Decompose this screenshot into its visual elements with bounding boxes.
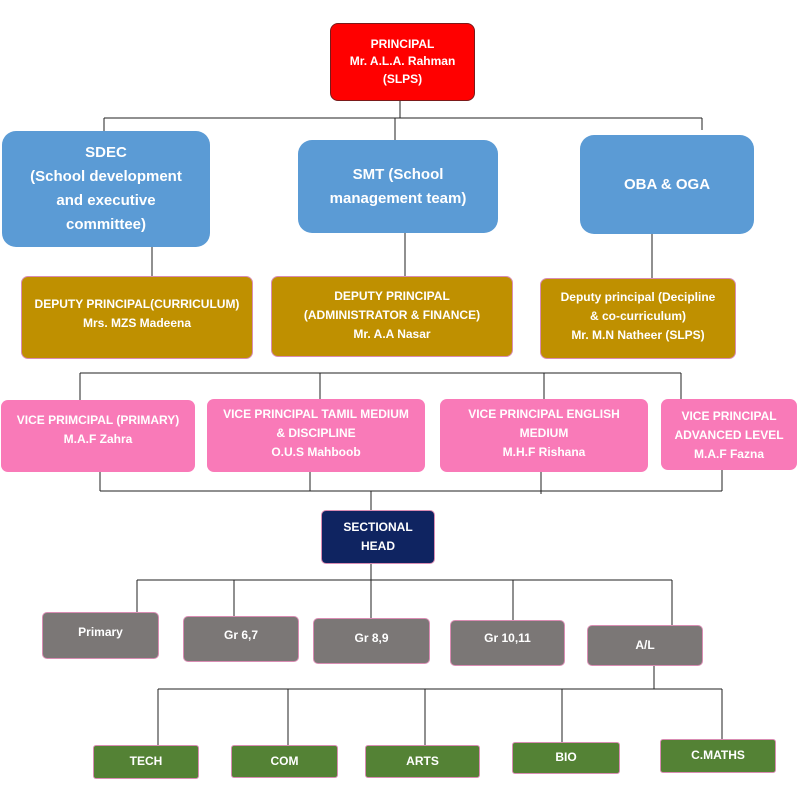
principal-title: PRINCIPAL	[370, 36, 435, 51]
connector-vice-principals-sectional	[99, 470, 723, 510]
vice-principal-advanced-subtitle: ADVANCED LEVEL	[674, 428, 784, 443]
committee-sdec-line: and executive	[56, 192, 156, 209]
section-al-label: A/L	[635, 637, 655, 652]
section-gr-6-7-label: Gr 6,7	[223, 628, 259, 642]
stream-arts-label: ARTS	[406, 753, 439, 768]
committee-smt-line: SMT (School	[352, 165, 444, 183]
section-primary-box: Primary	[42, 612, 159, 659]
section-primary-label: Primary	[78, 625, 123, 639]
vice-principal-primary-title: VICE PRIMCIPAL (PRIMARY)	[16, 413, 180, 427]
section-gr-10-11-label: Gr 10,11	[484, 631, 531, 645]
stream-com-box: COM	[231, 745, 338, 778]
committee-oba-oga-box: OBA & OGA	[580, 135, 754, 234]
vice-principal-english-title: VICE PRINCIPAL ENGLISH	[468, 407, 620, 421]
vice-principal-tamil-subtitle: & DISCIPLINE	[276, 426, 356, 441]
connector-principal-committees	[103, 101, 703, 140]
section-gr-8-9-box: Gr 8,9	[313, 618, 430, 664]
vice-principal-english-box: VICE PRINCIPAL ENGLISH MEDIUM M.H.F Rish…	[440, 399, 648, 472]
sectional-head-box: SECTIONAL HEAD	[321, 510, 435, 564]
connector-sectional-sections	[136, 564, 673, 625]
section-gr-6-7-box: Gr 6,7	[183, 616, 299, 662]
deputy-admin-finance-title: DEPUTY PRINCIPAL	[334, 289, 450, 303]
sectional-head-line: SECTIONAL	[343, 519, 413, 534]
vice-principal-advanced-title: VICE PRINCIPAL	[681, 409, 777, 423]
stream-arts-box: ARTS	[365, 745, 480, 778]
vice-principal-primary-box: VICE PRIMCIPAL (PRIMARY) M.A.F Zahra	[1, 400, 195, 472]
vice-principal-english-name: M.H.F Rishana	[502, 445, 586, 460]
deputy-discipline-name: Mr. M.N Natheer (SLPS)	[571, 328, 705, 343]
stream-bio-label: BIO	[555, 750, 577, 765]
connector-deputies-vice-principals	[79, 372, 682, 400]
principal-box: PRINCIPAL Mr. A.L.A. Rahman (SLPS)	[330, 23, 475, 101]
stream-c-maths-label: C.MATHS	[691, 748, 745, 763]
connector-al-streams	[157, 666, 723, 745]
deputy-admin-finance-name: Mr. A.A Nasar	[353, 327, 431, 342]
committee-sdec-box: SDEC (School development and executive c…	[2, 131, 210, 247]
section-gr-10-11-box: Gr 10,11	[450, 620, 565, 666]
stream-tech-label: TECH	[129, 754, 163, 769]
vice-principal-primary-name: M.A.F Zahra	[63, 432, 133, 447]
committee-oba-oga-line: OBA & OGA	[623, 175, 711, 193]
vice-principal-english-subtitle: MEDIUM	[519, 426, 569, 441]
stream-c-maths-box: C.MATHS	[660, 739, 776, 773]
section-al-box: A/L	[587, 625, 703, 666]
deputy-admin-finance-box: DEPUTY PRINCIPAL (ADMINISTRATOR & FINANC…	[271, 276, 513, 357]
committee-smt-line: management team)	[329, 189, 467, 207]
deputy-curriculum-box: DEPUTY PRINCIPAL(CURRICULUM) Mrs. MZS Ma…	[21, 276, 253, 359]
stream-tech-box: TECH	[93, 745, 199, 779]
deputy-admin-finance-subtitle: (ADMINISTRATOR & FINANCE)	[303, 308, 481, 323]
stream-bio-box: BIO	[512, 742, 620, 774]
vice-principal-tamil-box: VICE PRINCIPAL TAMIL MEDIUM & DISCIPLINE…	[207, 399, 425, 472]
deputy-curriculum-title: DEPUTY PRINCIPAL(CURRICULUM)	[34, 297, 240, 311]
committee-sdec-line: SDEC	[85, 144, 127, 161]
sectional-head-line: HEAD	[360, 539, 395, 553]
vice-principal-tamil-name: O.U.S Mahboob	[271, 445, 361, 460]
stream-com-label: COM	[270, 753, 299, 768]
deputy-discipline-subtitle: & co-curriculum)	[589, 309, 686, 324]
deputy-curriculum-name: Mrs. MZS Madeena	[82, 316, 192, 331]
principal-note: (SLPS)	[382, 71, 423, 86]
vice-principal-advanced-level-box: VICE PRINCIPAL ADVANCED LEVEL M.A.F Fazn…	[661, 399, 797, 470]
section-gr-8-9-label: Gr 8,9	[354, 631, 389, 645]
deputy-discipline-title: Deputy principal (Decipline	[560, 290, 716, 304]
committee-sdec-line: committee)	[65, 216, 147, 233]
vice-principal-tamil-title: VICE PRINCIPAL TAMIL MEDIUM	[223, 407, 409, 421]
principal-name: Mr. A.L.A. Rahman	[349, 54, 456, 69]
committee-sdec-line: (School development	[30, 168, 182, 185]
vice-principal-advanced-name: M.A.F Fazna	[693, 447, 764, 462]
deputy-discipline-box: Deputy principal (Decipline & co-curricu…	[540, 278, 736, 359]
committee-smt-box: SMT (School management team)	[298, 140, 498, 233]
